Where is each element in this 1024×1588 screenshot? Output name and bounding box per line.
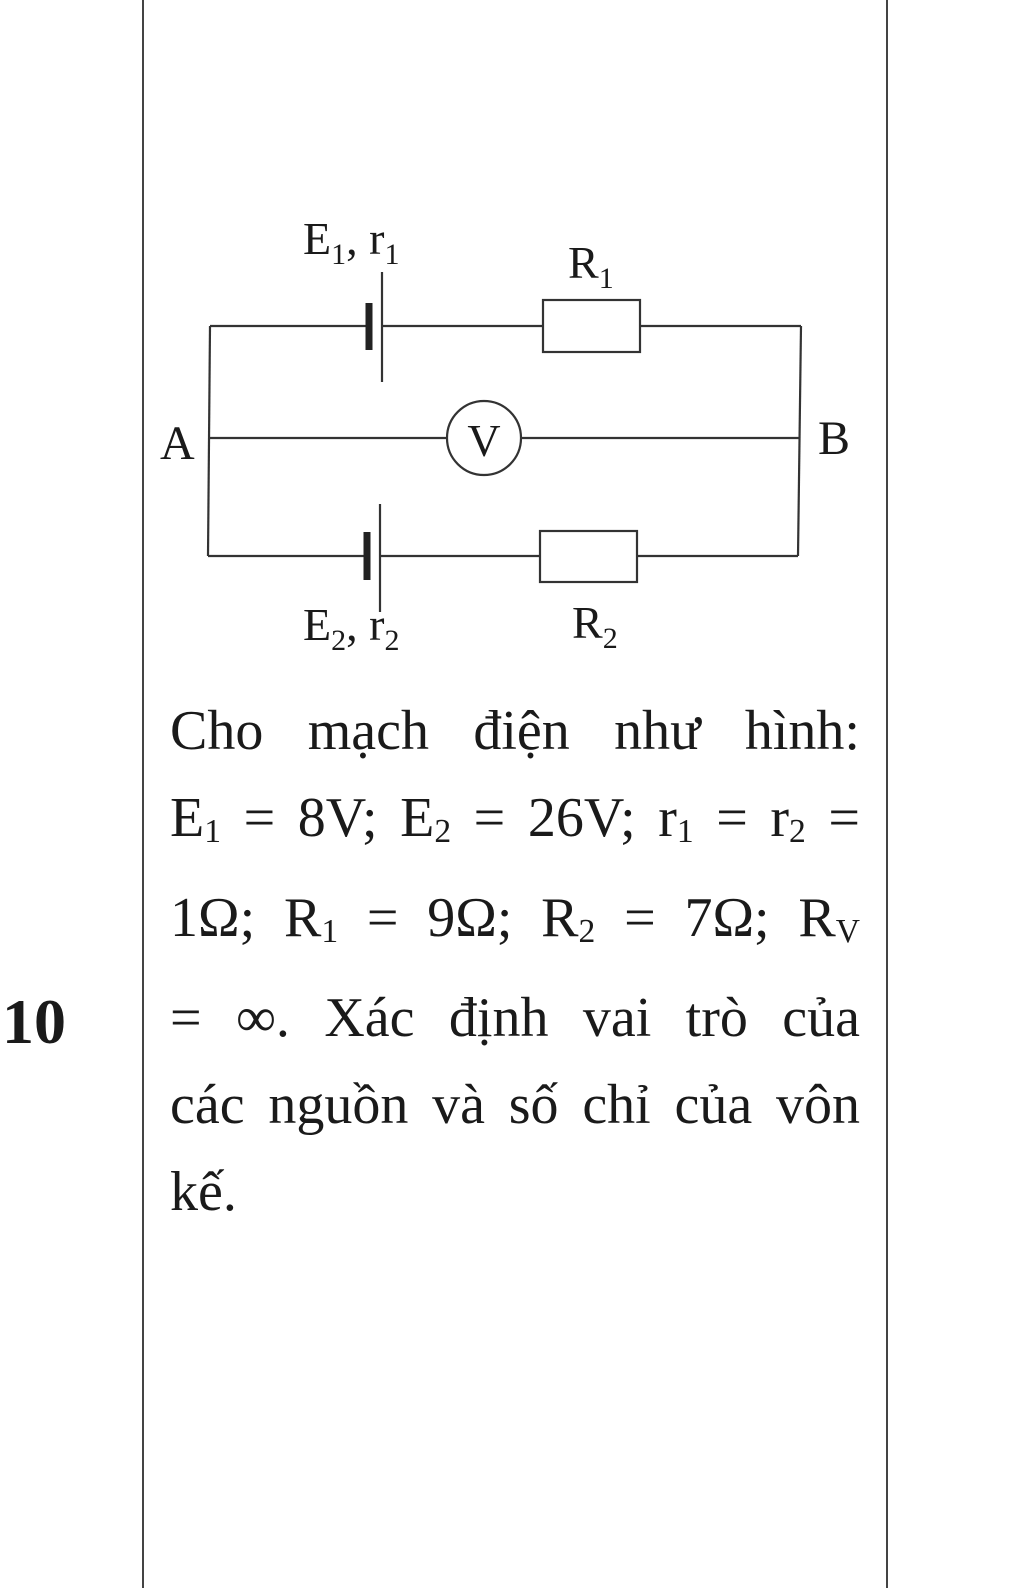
problem-line-2: E1 = 8V; E2 = 26V; r1 = r2 =: [170, 787, 860, 851]
battery-symbol-e1: [365, 272, 384, 382]
label-e1-r1: E1, r1: [303, 213, 399, 271]
table-right-border: [886, 0, 888, 1588]
problem-statement: Cho mạch điện như hình: E1 = 8V; E2 = 26…: [170, 688, 860, 1236]
table-left-border: [142, 0, 144, 1588]
label-r2: R2: [572, 597, 618, 655]
voltmeter: V: [445, 399, 523, 477]
voltmeter-label: V: [467, 415, 500, 466]
label-node-a: A: [160, 417, 195, 470]
left-wire: [206, 325, 212, 557]
label-e2-r2: E2, r2: [303, 599, 399, 657]
battery-symbol-e2: [363, 504, 382, 612]
problem-line-6: kế.: [170, 1161, 237, 1224]
resistor-r2: [538, 529, 639, 584]
problem-line-4: = ∞. Xác định vai trò của: [170, 987, 860, 1050]
right-wire: [796, 325, 803, 557]
question-number: 10: [2, 986, 66, 1057]
problem-line-1: Cho mạch điện như hình:: [170, 700, 860, 762]
problem-line-5: các nguồn và số chỉ của vôn: [170, 1074, 860, 1137]
problem-line-3: 1Ω; R1 = 9Ω; R2 = 7Ω; RV: [170, 887, 860, 951]
resistor-r1: [541, 298, 642, 354]
circuit-diagram: V E1, r1 R1 A B E2, r2 R2: [160, 213, 850, 657]
label-r1: R1: [568, 237, 614, 295]
label-node-b: B: [818, 412, 850, 465]
